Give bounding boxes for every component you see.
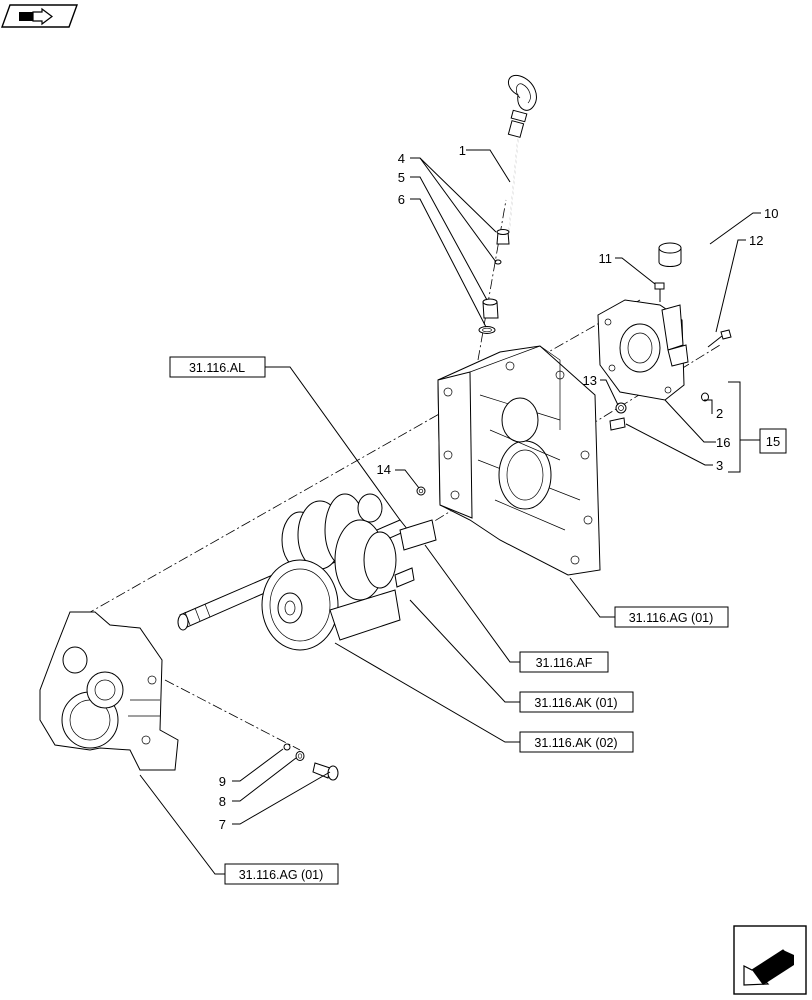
ref-box-31-116-ag-01-right[interactable]: 31.116.AG (01) xyxy=(614,606,729,628)
ref-label: 31.116.AG (01) xyxy=(239,868,324,882)
dipstick xyxy=(507,74,537,233)
plug-axis xyxy=(164,679,301,751)
filler-cap xyxy=(658,242,682,267)
callout-10[interactable]: 10 xyxy=(764,206,778,221)
callout-7[interactable]: 7 xyxy=(219,817,226,832)
pump-cover xyxy=(597,299,689,401)
ref-box-31-116-af[interactable]: 31.116.AF xyxy=(519,651,609,673)
callout-8[interactable]: 8 xyxy=(219,794,226,809)
book-arrow-icon[interactable] xyxy=(1,4,78,28)
callout-13[interactable]: 13 xyxy=(583,373,597,388)
callout-9[interactable]: 9 xyxy=(219,774,226,789)
callout-2[interactable]: 2 xyxy=(716,406,723,421)
drain-plug-set xyxy=(283,743,339,781)
callout-14[interactable]: 14 xyxy=(377,462,391,477)
next-page-arrow-icon[interactable] xyxy=(733,925,807,995)
group-callout-15[interactable]: 15 xyxy=(759,428,787,454)
dipstick-axis xyxy=(477,199,507,361)
group-callout-label: 15 xyxy=(766,434,780,449)
callout-12[interactable]: 12 xyxy=(749,233,763,248)
ref-label: 31.116.AL xyxy=(189,361,245,375)
ref-label: 31.116.AG (01) xyxy=(629,611,714,625)
rear-housing xyxy=(39,611,179,771)
shaft-and-gear-assembly xyxy=(177,493,437,651)
small-fasteners xyxy=(416,282,732,496)
ref-label: 31.116.AK (02) xyxy=(534,736,617,750)
callout-11[interactable]: 11 xyxy=(599,251,613,266)
ref-box-31-116-ak-02[interactable]: 31.116.AK (02) xyxy=(519,731,634,753)
callout-1[interactable]: 1 xyxy=(459,143,466,158)
ref-label: 31.116.AF xyxy=(536,656,593,670)
ref-box-31-116-ak-01[interactable]: 31.116.AK (01) xyxy=(519,691,634,713)
ref-box-31-116-ag-01-left[interactable]: 31.116.AG (01) xyxy=(224,863,339,885)
callout-4[interactable]: 4 xyxy=(398,151,405,166)
ref-box-31-116-al[interactable]: 31.116.AL xyxy=(169,356,266,378)
callout-3[interactable]: 3 xyxy=(716,458,723,473)
ref-label: 31.116.AK (01) xyxy=(534,696,617,710)
callout-16[interactable]: 16 xyxy=(716,435,730,450)
dipstick-tube-parts xyxy=(478,229,510,334)
leader-lines xyxy=(139,149,761,875)
gearbox-housing xyxy=(437,345,601,576)
callout-5[interactable]: 5 xyxy=(398,170,405,185)
callout-6[interactable]: 6 xyxy=(398,192,405,207)
